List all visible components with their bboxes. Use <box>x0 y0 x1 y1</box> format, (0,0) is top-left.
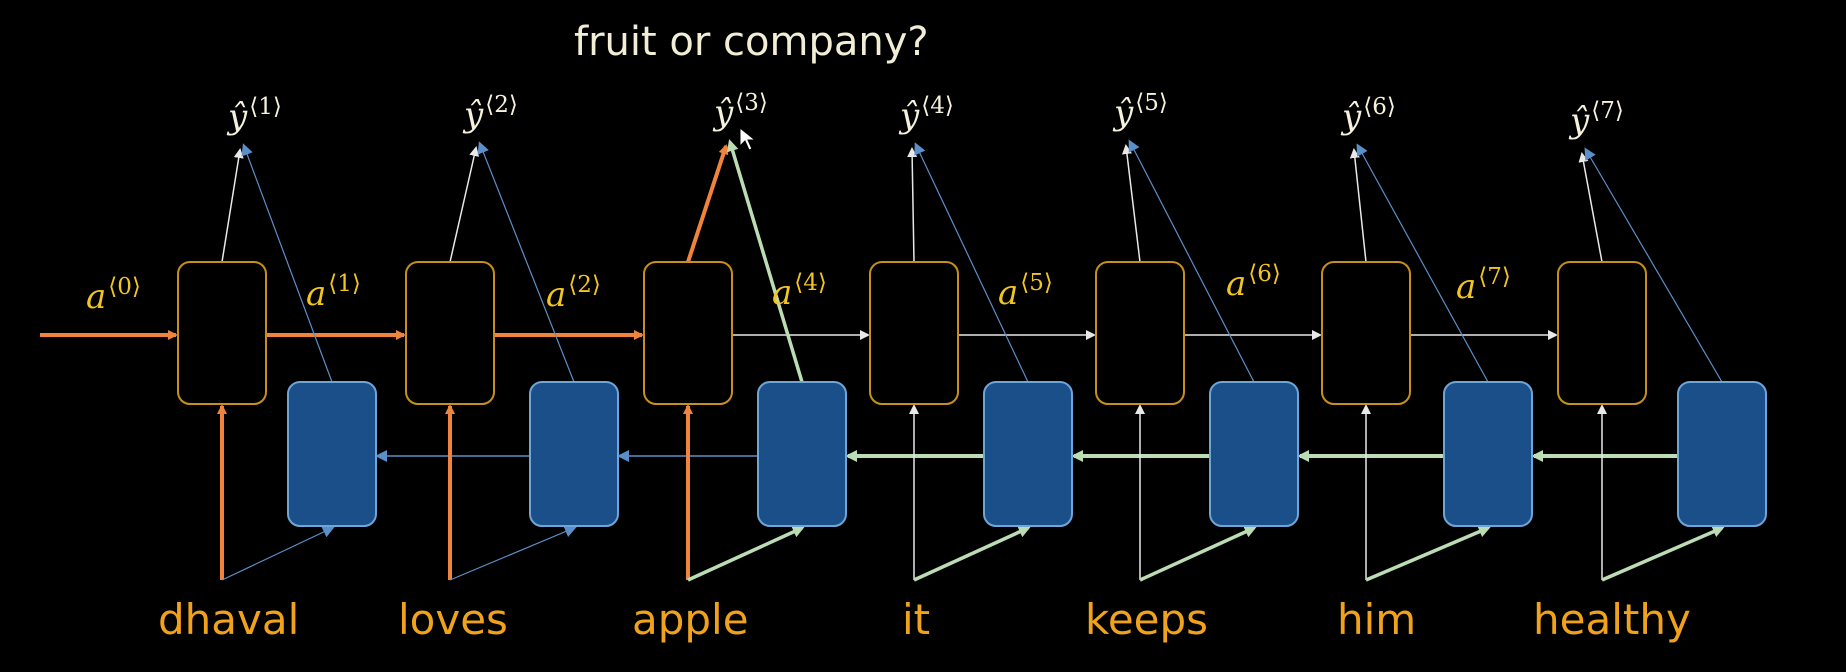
output-superscript-4: ⟨4⟩ <box>921 93 954 119</box>
output-label-2: ŷ⟨2⟩ <box>462 92 518 135</box>
output-label-7: ŷ⟨7⟩ <box>1568 98 1624 141</box>
activation-superscript-1: ⟨0⟩ <box>108 274 141 300</box>
output-superscript-6: ⟨6⟩ <box>1363 94 1396 120</box>
cells-layer <box>177 261 1767 527</box>
backward-to-output-7 <box>1584 147 1723 383</box>
input-to-backward-3 <box>687 526 805 582</box>
backward-cell-6 <box>1443 381 1533 527</box>
activation-superscript-4: ⟨4⟩ <box>794 270 827 296</box>
activation-label-4: a⟨4⟩ <box>772 270 827 313</box>
activation-superscript-6: ⟨6⟩ <box>1248 261 1281 287</box>
output-superscript-1: ⟨1⟩ <box>249 94 282 120</box>
input-to-backward-2 <box>449 525 577 581</box>
labels-layer: dhaval loves apple it keeps him healthy ŷ⟨1⟩ ŷ⟨2… <box>86 90 1691 644</box>
forward-cell-3 <box>643 261 733 405</box>
activation-label-6: a⟨6⟩ <box>1226 261 1281 304</box>
activation-superscript-2: ⟨1⟩ <box>328 271 361 297</box>
forward-to-output-2 <box>449 146 480 263</box>
forward-cell-2 <box>405 261 495 405</box>
forward-cell-5 <box>1095 261 1185 405</box>
activation-label-1: a⟨0⟩ <box>86 274 141 317</box>
activation-label-5: a⟨5⟩ <box>998 270 1053 313</box>
input-to-backward-1 <box>221 526 335 581</box>
forward-cell-6 <box>1321 261 1411 405</box>
output-superscript-7: ⟨7⟩ <box>1591 98 1624 124</box>
forward-to-output-4 <box>907 147 918 263</box>
word-6: him <box>1337 595 1416 644</box>
backward-cell-1 <box>287 381 377 527</box>
forward-to-output-7 <box>1578 152 1603 263</box>
input-to-backward-4 <box>913 526 1031 582</box>
backward-to-output-2 <box>477 141 575 383</box>
backward-cell-3 <box>757 381 847 527</box>
input-to-backward-5 <box>1139 526 1257 582</box>
output-label-5: ŷ⟨5⟩ <box>1112 90 1168 133</box>
backward-to-output-5 <box>1128 139 1255 383</box>
backward-to-output-4 <box>914 142 1029 383</box>
forward-to-output-6 <box>1349 148 1367 263</box>
output-label-4: ŷ⟨4⟩ <box>898 93 954 136</box>
forward-cell-7 <box>1557 261 1647 405</box>
activation-label-7: a⟨7⟩ <box>1456 264 1511 307</box>
word-1: dhaval <box>158 595 299 644</box>
word-7: healthy <box>1533 595 1691 644</box>
word-5: keeps <box>1085 595 1208 644</box>
forward-to-output-3 <box>686 144 729 263</box>
activation-superscript-3: ⟨2⟩ <box>568 272 601 298</box>
output-label-1: ŷ⟨1⟩ <box>226 94 282 137</box>
backward-cell-5 <box>1209 381 1299 527</box>
output-label-3: ŷ⟨3⟩ <box>712 90 768 133</box>
backward-cell-7 <box>1677 381 1767 527</box>
arrows-layer <box>40 139 1725 582</box>
output-label-6: ŷ⟨6⟩ <box>1340 94 1396 137</box>
activation-label-3: a⟨2⟩ <box>546 272 601 315</box>
diagram-title: fruit or company? <box>574 19 929 65</box>
forward-to-output-1 <box>221 148 244 263</box>
mouse-cursor-icon <box>739 126 757 151</box>
activation-superscript-5: ⟨5⟩ <box>1020 270 1053 296</box>
output-superscript-2: ⟨2⟩ <box>485 92 518 118</box>
backward-to-output-3 <box>726 139 804 383</box>
word-2: loves <box>398 595 508 644</box>
activation-label-2: a⟨1⟩ <box>306 271 361 314</box>
backward-to-output-1 <box>241 143 333 383</box>
word-3: apple <box>632 595 749 644</box>
backward-to-output-6 <box>1356 143 1489 383</box>
forward-cell-1 <box>177 261 267 405</box>
backward-cell-2 <box>529 381 619 527</box>
backward-cell-4 <box>983 381 1073 527</box>
input-to-backward-6 <box>1365 526 1491 582</box>
word-4: it <box>902 595 930 644</box>
activation-superscript-7: ⟨7⟩ <box>1478 264 1511 290</box>
input-to-backward-7 <box>1601 526 1725 582</box>
output-superscript-3: ⟨3⟩ <box>735 90 768 116</box>
output-superscript-5: ⟨5⟩ <box>1135 90 1168 116</box>
forward-cell-4 <box>869 261 959 405</box>
forward-to-output-5 <box>1121 144 1141 263</box>
